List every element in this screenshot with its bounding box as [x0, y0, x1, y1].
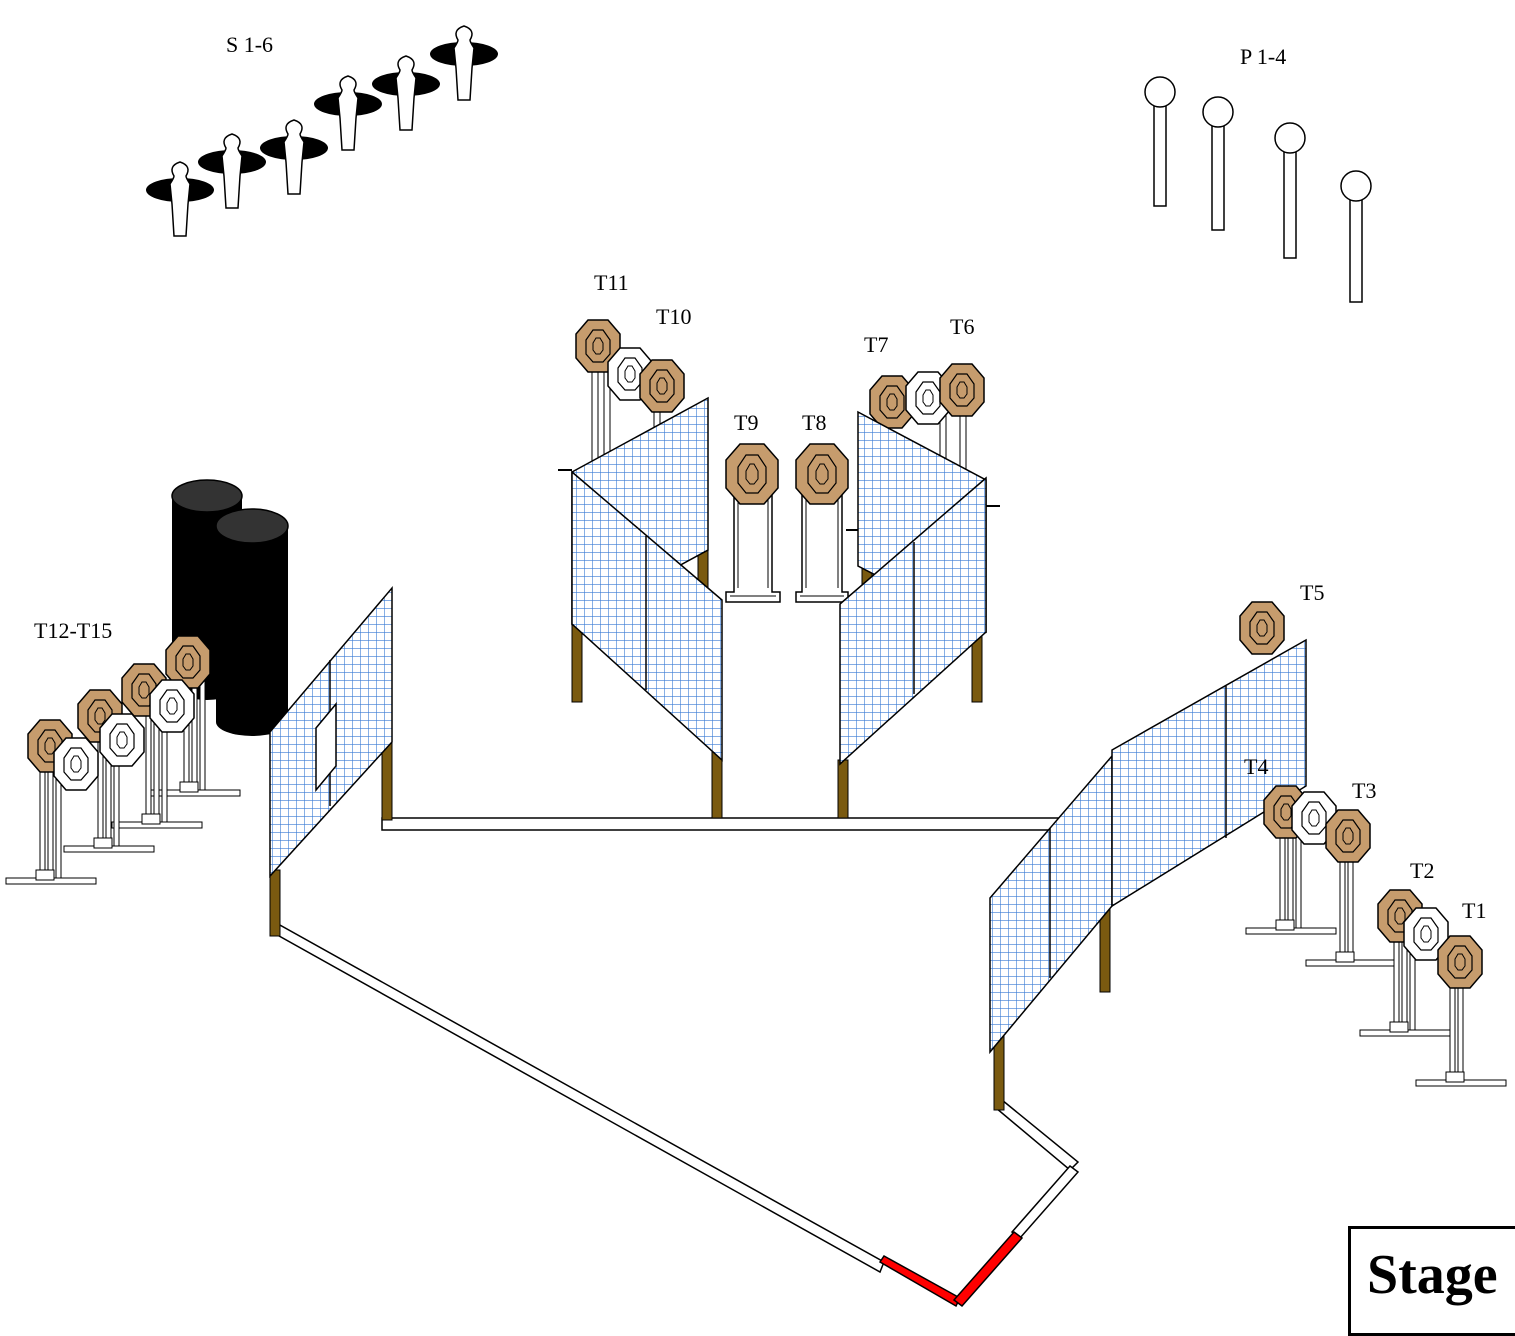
label-t11: T11 [594, 270, 629, 295]
steel-target-2 [198, 133, 266, 209]
stage-title-box: Stage [1348, 1226, 1515, 1336]
wall-right [989, 638, 1307, 1111]
target-t10 [639, 359, 685, 413]
fault-line-right-rise [1010, 1164, 1080, 1240]
target-t5-group [1239, 601, 1285, 655]
fault-line-back [381, 817, 1063, 831]
steel-target-4 [314, 75, 382, 151]
wall-window [315, 701, 337, 793]
label-t6: T6 [950, 314, 974, 339]
label-steel-group: S 1-6 [226, 32, 273, 57]
label-t7: T7 [864, 332, 888, 357]
wall-center-left [558, 396, 723, 819]
target-t9 [725, 443, 779, 505]
target-t6 [939, 363, 985, 417]
label-t2: T2 [1410, 858, 1434, 883]
labels: S 1-6 P 1-4 T11 T10 T9 T8 T7 T6 T5 T4 T3… [34, 32, 1486, 923]
label-t3: T3 [1352, 778, 1376, 803]
wall-center-right [837, 410, 1000, 819]
target-t13-white [99, 713, 145, 767]
target-t12-white [53, 737, 99, 791]
plate-target-1 [1144, 76, 1176, 207]
target-cluster-t12-t15 [5, 635, 241, 885]
steel-targets-group [146, 25, 498, 237]
label-t8: T8 [802, 410, 826, 435]
fault-lines [270, 817, 1080, 1308]
steel-target-1 [146, 161, 214, 237]
target-cluster-t2-t1 [1359, 889, 1507, 1087]
target-cluster-t4-t3 [1245, 785, 1397, 967]
label-t4: T4 [1244, 754, 1268, 779]
steel-target-3 [260, 119, 328, 195]
steel-target-6 [430, 25, 498, 101]
target-t8 [795, 443, 849, 505]
start-box-red-left [878, 1255, 961, 1308]
plate-target-2 [1202, 96, 1234, 231]
target-t1 [1437, 935, 1483, 989]
fault-line-left-diagonal [270, 923, 885, 1274]
label-plate-group: P 1-4 [1240, 44, 1286, 69]
label-t12-t15: T12-T15 [34, 618, 112, 643]
label-t10: T10 [656, 304, 691, 329]
label-t5: T5 [1300, 580, 1324, 605]
plate-target-4 [1340, 170, 1372, 303]
target-t3 [1325, 809, 1371, 863]
stage-title: Stage [1367, 1244, 1498, 1306]
plate-target-3 [1274, 122, 1306, 259]
wall-left [269, 585, 393, 937]
plate-targets-group [1144, 76, 1372, 303]
target-t14-white [149, 679, 195, 733]
start-box-red-right [952, 1230, 1024, 1308]
target-stand-t8 [795, 443, 849, 603]
barrels [171, 479, 289, 736]
target-t5 [1239, 601, 1285, 655]
fault-line-right-low [994, 1098, 1080, 1172]
label-t1: T1 [1462, 898, 1486, 923]
label-t9: T9 [734, 410, 758, 435]
steel-target-5 [372, 55, 440, 131]
target-stand-t9 [725, 443, 781, 603]
